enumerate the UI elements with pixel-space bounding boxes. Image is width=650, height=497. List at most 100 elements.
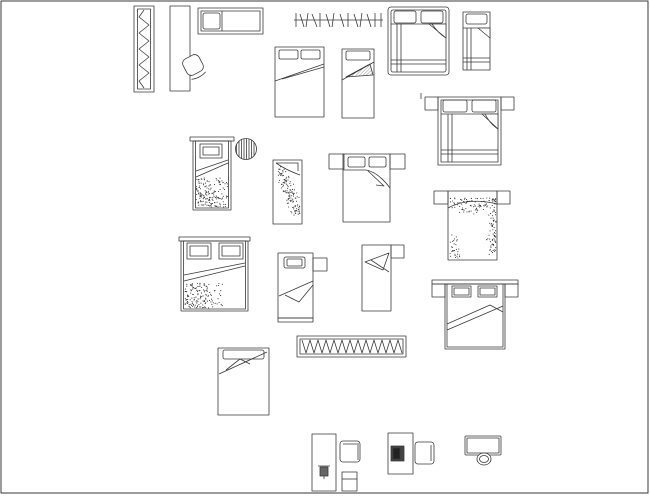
single-bed-stipple-block <box>272 159 303 225</box>
pillow-inner <box>479 287 496 296</box>
sheet-fold <box>428 23 447 39</box>
blanket-fold <box>278 280 314 303</box>
nightstand <box>433 190 449 205</box>
blanket-stripes <box>463 28 490 70</box>
desk-top <box>311 433 337 492</box>
folding-closet-block <box>133 5 155 93</box>
bed-frame <box>437 96 502 166</box>
headboard <box>178 236 251 242</box>
pillow-fold <box>275 162 301 176</box>
bed-frame <box>361 244 392 312</box>
nightstand <box>328 153 345 170</box>
closet-door-zigzag <box>138 9 150 89</box>
nightstand <box>500 96 515 111</box>
nightstand <box>424 96 439 111</box>
rug-hatch <box>236 138 257 160</box>
headboard <box>431 279 519 285</box>
blanket-fold <box>195 159 229 178</box>
pillow <box>420 10 444 24</box>
wardrobe-block <box>296 335 407 358</box>
pillow <box>465 13 488 25</box>
nightstand <box>504 283 519 298</box>
double-bed-stipple-block <box>433 190 511 261</box>
pillow <box>218 242 244 260</box>
bed-frame <box>217 347 270 416</box>
pillow <box>393 10 417 24</box>
monitor-screen <box>392 447 401 460</box>
pillow-inner <box>221 245 241 257</box>
headboard <box>189 136 235 142</box>
closet-outline <box>133 5 155 93</box>
double-bed-headboard-block <box>178 236 251 312</box>
pillow <box>278 49 299 60</box>
bed-frame <box>272 159 303 225</box>
mattress <box>183 240 246 310</box>
blanket-stripes <box>441 114 498 162</box>
bed-frame <box>462 11 491 71</box>
desk-lamp <box>319 466 329 477</box>
single-bed-striped-block <box>462 11 491 71</box>
blanket-fold <box>218 351 268 375</box>
foot-rail <box>277 317 314 323</box>
pillow-inner <box>286 258 303 267</box>
blanket-fold <box>274 63 325 82</box>
mattress <box>390 9 447 73</box>
pillow <box>471 99 497 113</box>
bed-frame <box>447 190 498 261</box>
wardrobe-outline <box>296 335 407 358</box>
pillow <box>202 12 221 30</box>
desk-top <box>169 5 191 92</box>
desk-stool-block <box>464 435 502 466</box>
desk-with-chair-block <box>169 5 206 92</box>
desk-monitor-chair-block <box>387 432 435 475</box>
mattress <box>440 99 499 163</box>
pillow-inner <box>189 245 209 257</box>
stool <box>476 452 492 466</box>
single-bed-narrow-block <box>361 244 405 312</box>
nightstand <box>431 283 446 298</box>
mattress <box>446 283 504 348</box>
wardrobe-inner <box>299 338 404 355</box>
stipple-texture <box>184 282 223 309</box>
pillow <box>477 285 498 298</box>
closet-inner <box>137 8 151 90</box>
pillow <box>199 143 223 159</box>
pillow <box>368 156 387 168</box>
blanket-fold <box>183 262 246 282</box>
chair-seat <box>414 441 435 465</box>
daybed-mattress <box>200 10 261 32</box>
mattress <box>195 140 229 209</box>
sheet-fold <box>481 113 499 130</box>
stipple-texture <box>277 166 301 216</box>
hangers-zigzag <box>301 339 403 354</box>
pillow <box>442 99 468 113</box>
stipple-texture <box>449 197 497 215</box>
pillow <box>222 349 265 360</box>
blanket-fold <box>447 200 498 209</box>
chair <box>182 54 206 80</box>
desk-inner <box>466 437 500 454</box>
pillow <box>283 256 306 269</box>
double-bed-block <box>274 46 325 118</box>
single-bed-headboard-block <box>189 136 235 211</box>
bed-frame <box>341 48 375 119</box>
bed-frame <box>274 46 325 118</box>
chair-back <box>343 443 359 460</box>
bed-frame <box>342 153 391 223</box>
desk-top <box>387 432 414 475</box>
pillow-inner <box>453 287 470 296</box>
nightstand <box>390 244 405 259</box>
clothes-rail-block <box>294 12 383 28</box>
pillow <box>345 50 371 61</box>
pillow <box>186 242 212 260</box>
chair-seat <box>339 440 361 463</box>
stipple-texture <box>195 177 229 208</box>
bed-frame <box>277 252 314 319</box>
desk-lamp-detail <box>318 465 330 479</box>
daybed-frame <box>197 7 264 35</box>
pillow <box>347 156 366 168</box>
blanket-fold <box>364 252 390 273</box>
pillow-inner <box>202 146 220 156</box>
